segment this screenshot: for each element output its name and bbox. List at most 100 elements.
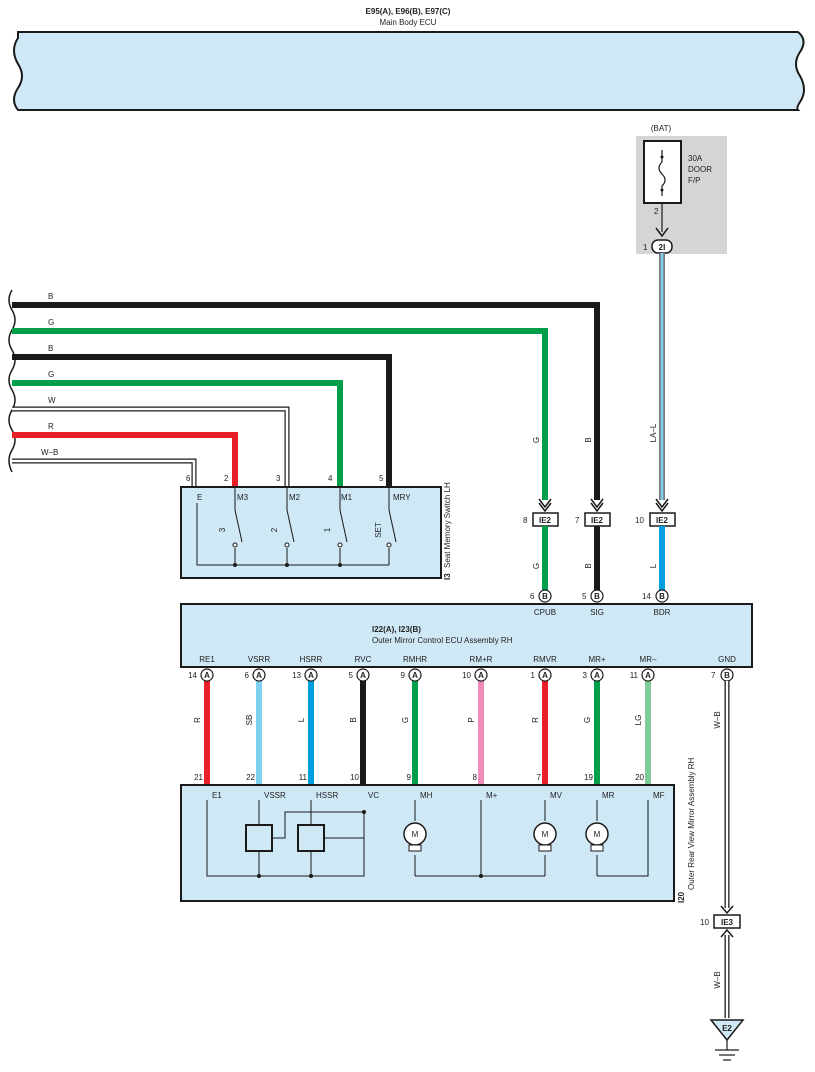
motor-mf: M xyxy=(585,822,609,852)
seat-switch-set-label: SET xyxy=(374,522,383,538)
mirror-pin-5: 9 xyxy=(407,773,412,782)
ie2-pin-sig: 7 xyxy=(575,516,580,525)
seat-terminal-mry: MRY xyxy=(393,493,411,502)
mirror-wire-label-7: R xyxy=(531,717,540,723)
mirror-ecu-terminal-3: HSRR xyxy=(300,655,323,664)
mirror-wire-label-2: SB xyxy=(245,715,254,726)
wire-label-g-upper: G xyxy=(532,437,541,443)
mirror-ecu-name: Outer Mirror Control ECU Assembly RH xyxy=(372,636,513,645)
ie2-label-sig: IE2 xyxy=(591,516,604,525)
mirror-ecu-pin-7: 1 xyxy=(531,671,536,680)
ie3-pin: 10 xyxy=(700,918,709,927)
seat-terminal-m1: M1 xyxy=(341,493,353,502)
mirror-wire-label-6: P xyxy=(467,717,476,722)
mirror-terminal-2: VSSR xyxy=(264,791,286,800)
ecu-conn-bdr: B xyxy=(659,592,665,601)
seat-switch-3-label: 3 xyxy=(218,527,227,532)
mirror-ecu-pin-circle-6 xyxy=(474,668,488,682)
seat-switch-junctions xyxy=(233,563,342,567)
fuse-node-top xyxy=(660,155,664,159)
wire-label-lal: LA–L xyxy=(649,423,658,442)
wire-wb-e xyxy=(12,459,196,487)
mirror-ecu-pin-circle-4 xyxy=(356,668,370,682)
wire-label-l-lower: L xyxy=(649,563,658,568)
mirror-ecu-terminal-4: RVC xyxy=(355,655,372,664)
main-ecu-name: Main Body ECU xyxy=(380,18,437,27)
gnd-conn: B xyxy=(724,671,730,680)
mirror-wires: A14R21A6SB22A13L11A5B10A9G9A10P8A1R7A3G1… xyxy=(188,668,655,785)
mirror-ecu-conn-3: A xyxy=(308,671,314,680)
wire-wb-e-outline xyxy=(12,458,197,487)
ecu-pin-circle-cpub xyxy=(538,589,552,603)
left-wire-label-7: W–B xyxy=(41,448,58,457)
mirror-ecu-pin-circle-9 xyxy=(641,668,655,682)
mirror-ecu-pin-circle-5 xyxy=(408,668,422,682)
left-wire-label-6: R xyxy=(48,422,54,431)
mirror-pin-2: 22 xyxy=(246,773,255,782)
seat-switch-connector: I3 xyxy=(443,573,452,580)
mirror-ecu-pin-4: 5 xyxy=(349,671,354,680)
ecu-pin-sig: 5 xyxy=(582,592,587,601)
motor-mf-label: M xyxy=(594,830,601,839)
mirror-connector: I20 xyxy=(677,891,686,903)
wire-r-m3 xyxy=(12,432,238,487)
mirror-ecu-terminal-cpub: CPUB xyxy=(534,608,556,617)
mirror-pin-7: 7 xyxy=(537,773,542,782)
mirror-pin-3: 11 xyxy=(299,773,308,782)
main-ecu-connectors: E95(A), E96(B), E97(C) xyxy=(366,7,451,16)
left-wire-label-2: G xyxy=(48,318,54,327)
left-wire-label-3: B xyxy=(48,344,53,353)
mirror-ecu-terminal-8: MR+ xyxy=(588,655,605,664)
mirror-circuit xyxy=(206,800,649,877)
mirror-pin-9: 20 xyxy=(635,773,644,782)
mirror-ecu-terminal-6: RM+R xyxy=(470,655,493,664)
wire-g-cpub xyxy=(12,328,548,500)
ecu-conn-sig: B xyxy=(594,592,600,601)
ground-point-icon xyxy=(709,1019,745,1042)
mirror-wire-label-3: L xyxy=(297,717,306,722)
seat-pin-e: 6 xyxy=(186,474,191,483)
seat-switch-circuit xyxy=(196,487,397,566)
motor-mv-base xyxy=(538,844,552,852)
seat-terminal-e: E xyxy=(197,493,202,502)
mirror-pin-6: 8 xyxy=(473,773,478,782)
ecu-conn-cpub: B xyxy=(542,592,548,601)
mirror-wire-label-4: B xyxy=(349,717,358,722)
mirror-ecu-conn-1: A xyxy=(204,671,210,680)
fuse-block: (BAT) 30A DOOR F/P 2 1 2I xyxy=(636,124,727,254)
ie3-connector xyxy=(713,914,741,929)
ground-circuit: B 7 GND W–B IE3 10 W–B E2 xyxy=(700,655,745,1061)
mirror-ecu-conn-6: A xyxy=(478,671,484,680)
ecu-pin-bdr: 14 xyxy=(642,592,651,601)
seat-terminal-m3: M3 xyxy=(237,493,249,502)
mirror-ecu-terminal-9: MR– xyxy=(640,655,657,664)
ground-point-label: E2 xyxy=(722,1024,732,1033)
wire-g-m1 xyxy=(12,380,343,487)
mirror-terminal-9: MF xyxy=(653,791,665,800)
mirror-ecu-terminal-sig: SIG xyxy=(590,608,604,617)
seat-pin-m3: 2 xyxy=(224,474,229,483)
mirror-ecu-box xyxy=(180,603,753,668)
mirror-pin-1: 21 xyxy=(194,773,203,782)
mirror-wire-label-8: G xyxy=(583,717,592,723)
wire-b-sig xyxy=(12,302,600,500)
wire-label-b-lower: B xyxy=(584,563,593,568)
motor-mh: M xyxy=(403,822,427,852)
mirror-ecu-terminal-1: RE1 xyxy=(199,655,215,664)
mirror-ecu-conn-4: A xyxy=(360,671,366,680)
wire-b-mry xyxy=(12,354,392,487)
seat-switch-1-label: 1 xyxy=(323,527,332,532)
mirror-ecu-conn-2: A xyxy=(256,671,262,680)
motor-mh-base xyxy=(408,844,422,852)
ie2-label-bdr: IE2 xyxy=(656,516,669,525)
motor-mf-base xyxy=(590,844,604,852)
gnd-arrow-icon xyxy=(720,905,734,915)
wire-w-m2 xyxy=(12,407,289,487)
wire-break-mark xyxy=(8,289,16,473)
wire-label-b-upper: B xyxy=(584,437,593,442)
ecu-pin-circle-bdr xyxy=(655,589,669,603)
